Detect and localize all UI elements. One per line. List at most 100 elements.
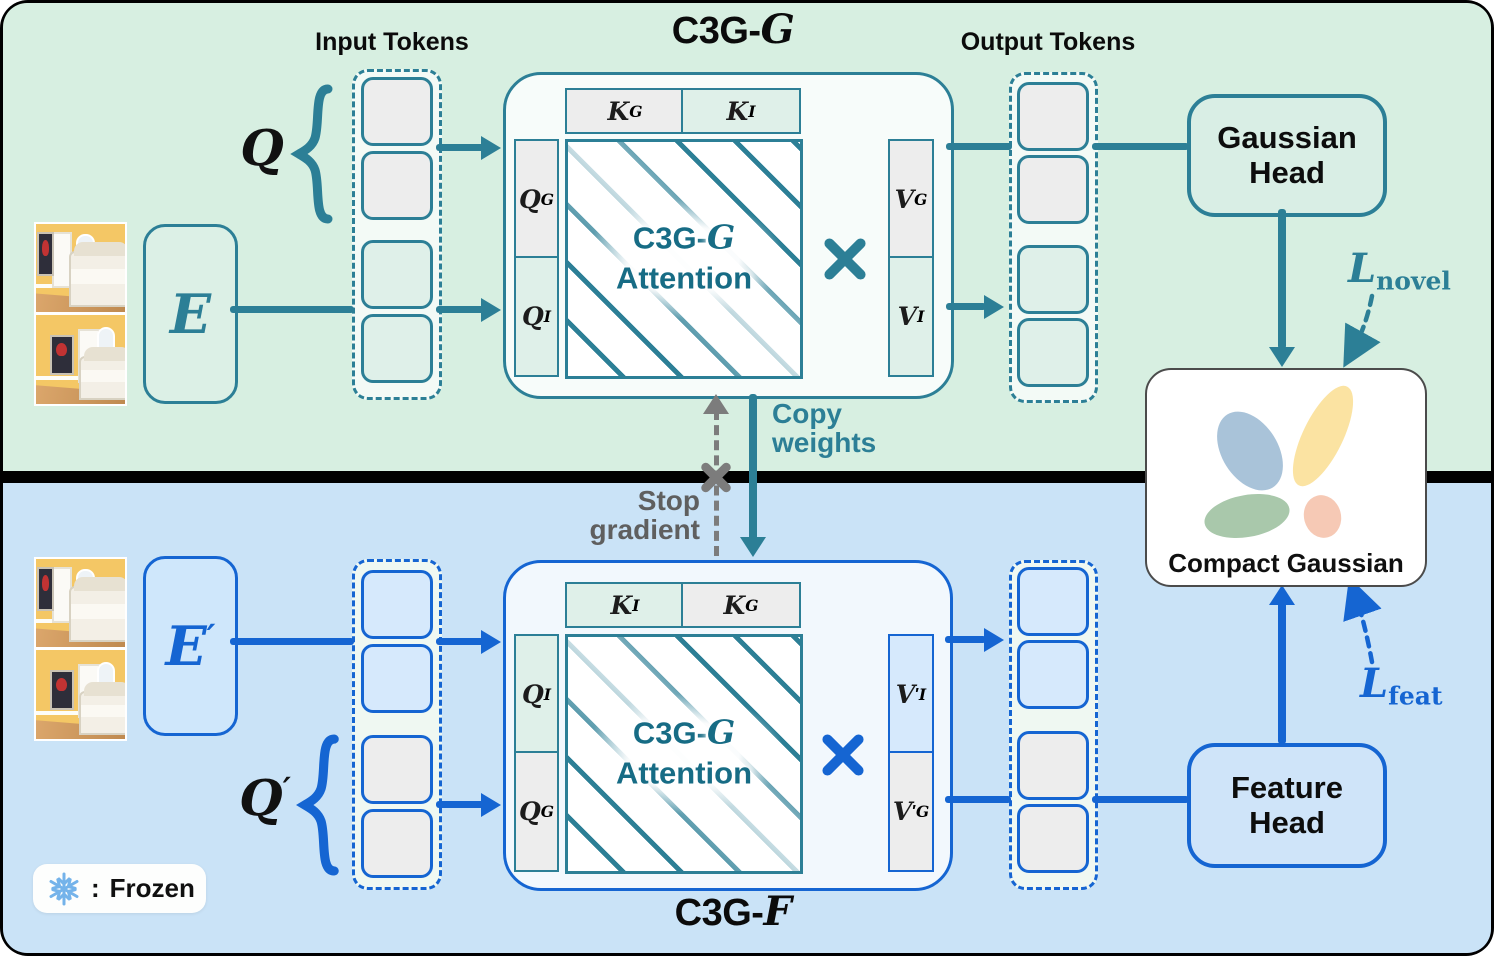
photo-poster bbox=[37, 232, 54, 276]
photo-bed bbox=[79, 347, 125, 400]
arrowhead bbox=[1269, 347, 1295, 367]
connector bbox=[945, 636, 986, 643]
v-cell-b: V′I bbox=[888, 634, 934, 755]
copy-weights-arrow bbox=[749, 394, 757, 540]
connector bbox=[1092, 796, 1189, 803]
photo-bed bbox=[69, 577, 125, 642]
photo-poster bbox=[50, 335, 74, 375]
loss-novel-label: Lnovel bbox=[1348, 245, 1451, 296]
connector bbox=[946, 303, 986, 310]
input-image-2 bbox=[34, 313, 127, 406]
output-token bbox=[1017, 245, 1089, 314]
frozen-legend: : Frozen bbox=[33, 864, 206, 913]
arrowhead bbox=[984, 628, 1004, 652]
input-image-1 bbox=[34, 222, 127, 314]
encoder-symbol: E bbox=[169, 282, 212, 346]
image-token bbox=[361, 240, 433, 309]
input-tokens-label: Input Tokens bbox=[315, 28, 469, 56]
arrowhead bbox=[481, 298, 501, 322]
gaussian-ellipse-salmon bbox=[1299, 490, 1346, 543]
output-tokens-label: Output Tokens bbox=[960, 28, 1136, 56]
connector bbox=[436, 144, 484, 151]
title-c3g-f: C3G-F bbox=[674, 888, 792, 935]
connector bbox=[436, 306, 484, 313]
encoder-box: E bbox=[143, 224, 238, 404]
arrowhead bbox=[1269, 585, 1295, 605]
photo-poster bbox=[50, 670, 74, 710]
connector bbox=[1092, 143, 1189, 150]
stop-gradient-x-icon bbox=[697, 458, 735, 496]
multiply-icon bbox=[818, 232, 872, 286]
arrowhead bbox=[703, 394, 729, 414]
image-token-b bbox=[361, 570, 433, 639]
output-token-b bbox=[1017, 640, 1089, 709]
multiply-icon-b bbox=[816, 728, 870, 782]
input-image-1b bbox=[34, 557, 127, 649]
compact-gaussian-box: Compact Gaussian bbox=[1145, 368, 1427, 587]
query-prime-symbol: Q′ bbox=[239, 768, 291, 827]
encoder-prime-box: E′ bbox=[143, 556, 238, 736]
input-image-2b bbox=[34, 648, 127, 741]
connector bbox=[1278, 602, 1286, 744]
photo-poster bbox=[37, 567, 54, 611]
connector bbox=[945, 796, 1011, 803]
compact-gaussian-label: Compact Gaussian bbox=[1168, 548, 1404, 578]
query-brace bbox=[290, 84, 333, 224]
loss-novel-dashed-arrow bbox=[1343, 293, 1381, 368]
label-glow bbox=[584, 694, 784, 814]
label-glow bbox=[584, 199, 784, 319]
legend-separator: : bbox=[91, 873, 100, 903]
connector bbox=[436, 801, 484, 808]
loss-feat-dashed-arrow bbox=[1343, 580, 1382, 665]
connector bbox=[436, 638, 484, 645]
query-prime-brace bbox=[296, 734, 339, 876]
v-cell-b: V′G bbox=[888, 751, 934, 872]
output-token-b bbox=[1017, 731, 1089, 800]
query-token bbox=[361, 151, 433, 220]
photo-bed bbox=[79, 682, 125, 735]
connector bbox=[946, 143, 1012, 150]
image-token bbox=[361, 314, 433, 383]
encoder-prime-symbol: E′ bbox=[165, 614, 216, 678]
arrowhead bbox=[984, 295, 1004, 319]
snowflake-icon bbox=[47, 872, 81, 905]
title-c3g-g: C3G-G bbox=[671, 6, 795, 53]
arrowhead bbox=[740, 537, 766, 557]
connector bbox=[230, 638, 354, 645]
image-token-b bbox=[361, 644, 433, 713]
arrowhead bbox=[481, 630, 501, 654]
output-token bbox=[1017, 155, 1089, 224]
output-token bbox=[1017, 82, 1089, 151]
output-token-b bbox=[1017, 567, 1089, 636]
gaussian-ellipse-yellow bbox=[1280, 377, 1366, 495]
gaussian-ellipse-blue bbox=[1203, 399, 1297, 503]
legend-label: Frozen bbox=[109, 873, 195, 903]
query-token-b bbox=[361, 809, 433, 878]
arrowhead bbox=[481, 136, 501, 160]
connector bbox=[230, 306, 354, 313]
output-token-b bbox=[1017, 804, 1089, 873]
arrowhead bbox=[481, 793, 501, 817]
output-token bbox=[1017, 318, 1089, 387]
photo-bed bbox=[69, 242, 125, 307]
query-symbol: Q bbox=[240, 118, 284, 177]
loss-feat-label: Lfeat bbox=[1360, 660, 1443, 711]
connector bbox=[1278, 209, 1286, 349]
